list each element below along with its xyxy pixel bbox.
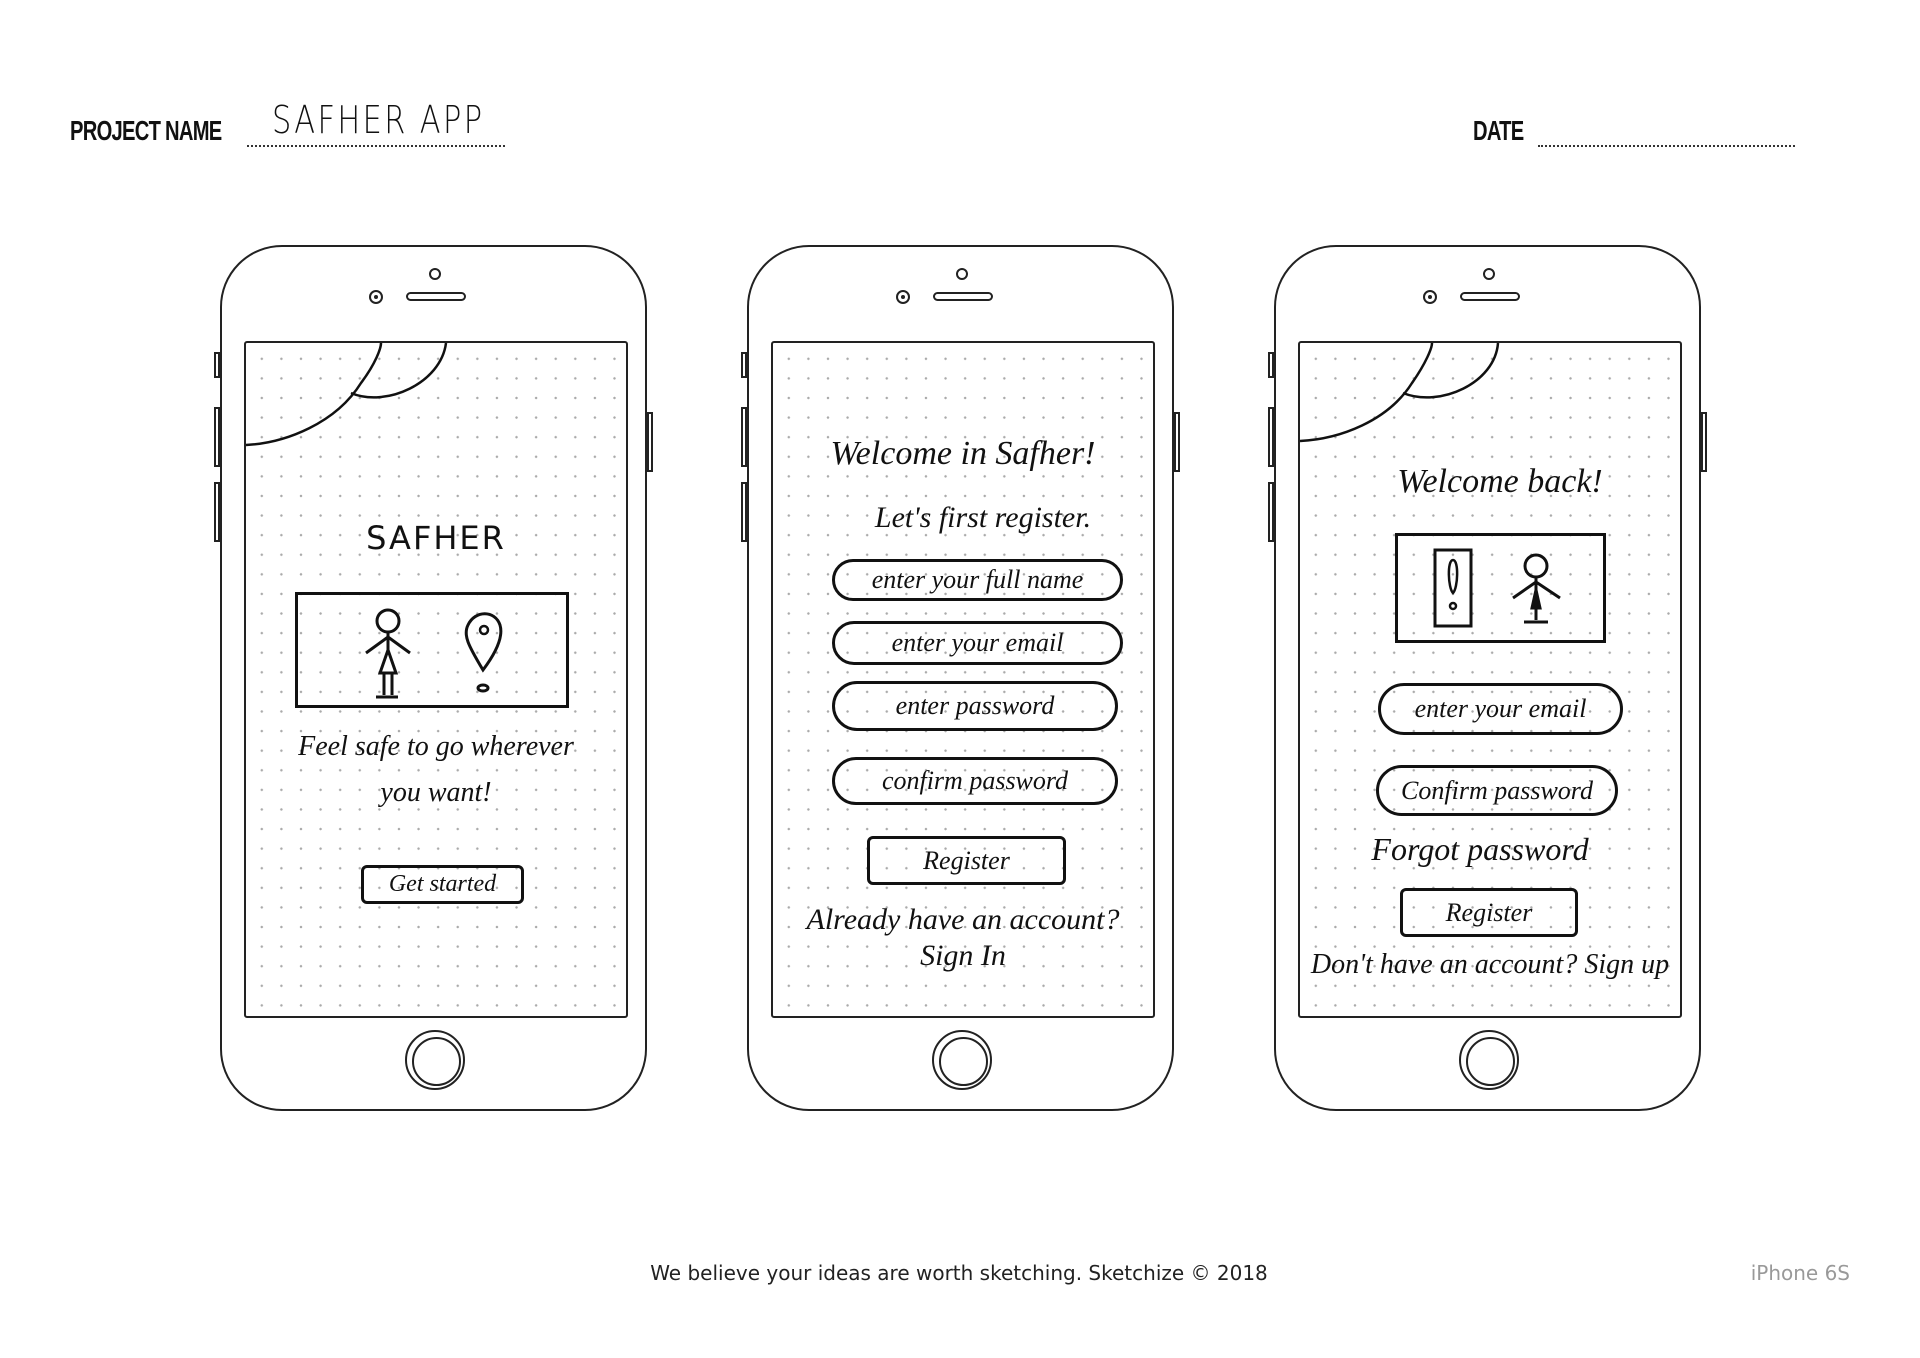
side-button — [647, 412, 653, 472]
password-field[interactable]: enter password — [832, 681, 1118, 731]
home-button — [932, 1030, 992, 1090]
sign-up-text[interactable]: Don't have an account? Sign up — [1310, 949, 1670, 980]
camera-icon — [369, 290, 383, 304]
already-account-text: Already have an account? — [806, 903, 1120, 936]
speaker-icon — [933, 292, 993, 301]
tagline-line1: Feel safe to go wherever — [298, 731, 574, 762]
email-field[interactable]: enter your email — [1378, 683, 1623, 735]
register-title: Welcome in Safher! — [830, 435, 1096, 472]
phone-frame-welcome: SAFHER Feel safe to go wherever you want… — [214, 245, 653, 1111]
speaker-icon — [1460, 292, 1520, 301]
login-illustration-frame — [1395, 533, 1606, 643]
camera-icon — [896, 290, 910, 304]
sensor-icon — [1483, 268, 1495, 280]
phone-frame-register: Welcome in Safher! Let's first register.… — [741, 245, 1180, 1111]
sensor-icon — [956, 268, 968, 280]
side-button — [1701, 412, 1707, 472]
speaker-icon — [406, 292, 466, 301]
login-button[interactable]: Register — [1400, 888, 1578, 937]
side-button — [1268, 482, 1274, 542]
full-name-field[interactable]: enter your full name — [832, 559, 1123, 601]
screen-register: Welcome in Safher! Let's first register.… — [771, 341, 1155, 1018]
screen-login: Welcome back! enter your email Confirm p… — [1298, 341, 1682, 1018]
screen-welcome: SAFHER Feel safe to go wherever you want… — [244, 341, 628, 1018]
side-button — [1268, 352, 1274, 378]
email-field[interactable]: enter your email — [832, 621, 1123, 665]
side-button — [741, 407, 747, 467]
project-name-label: PROJECT NAME — [70, 115, 222, 146]
get-started-button[interactable]: Get started — [361, 865, 524, 904]
date-label: DATE — [1473, 115, 1524, 146]
alert-door-icon — [1433, 548, 1473, 628]
password-field[interactable]: Confirm password — [1376, 765, 1618, 816]
home-button — [1459, 1030, 1519, 1090]
footer-tagline: We believe your ideas are worth sketchin… — [650, 1261, 1268, 1285]
hero-illustration-frame — [295, 592, 569, 708]
side-button — [214, 352, 220, 378]
side-button — [214, 482, 220, 542]
register-subtitle: Let's first register. — [874, 501, 1092, 534]
side-button — [1268, 407, 1274, 467]
confirm-password-field[interactable]: confirm password — [832, 757, 1118, 805]
project-name-line — [247, 145, 505, 147]
sign-in-link[interactable]: Sign In — [920, 939, 1006, 972]
app-title: SAFHER — [366, 519, 506, 557]
cloud-decoration — [1300, 343, 1500, 443]
project-name-value: SAFHER APP — [272, 98, 485, 142]
date-line — [1538, 145, 1795, 147]
forgot-password-link[interactable]: Forgot password — [1371, 831, 1589, 867]
woman-figure-icon — [365, 608, 411, 699]
location-pin-icon — [464, 612, 503, 693]
cloud-decoration — [246, 343, 448, 447]
camera-icon — [1423, 290, 1437, 304]
device-label: iPhone 6S — [1750, 1261, 1850, 1285]
register-button[interactable]: Register — [867, 836, 1066, 885]
side-button — [214, 407, 220, 467]
side-button — [741, 352, 747, 378]
side-button — [1174, 412, 1180, 472]
home-button — [405, 1030, 465, 1090]
side-button — [741, 482, 747, 542]
woman-figure-icon — [1512, 553, 1561, 624]
tagline-line2: you want! — [380, 777, 492, 808]
sensor-icon — [429, 268, 441, 280]
login-title: Welcome back! — [1397, 463, 1603, 500]
phone-frame-login: Welcome back! enter your email Confirm p… — [1268, 245, 1707, 1111]
